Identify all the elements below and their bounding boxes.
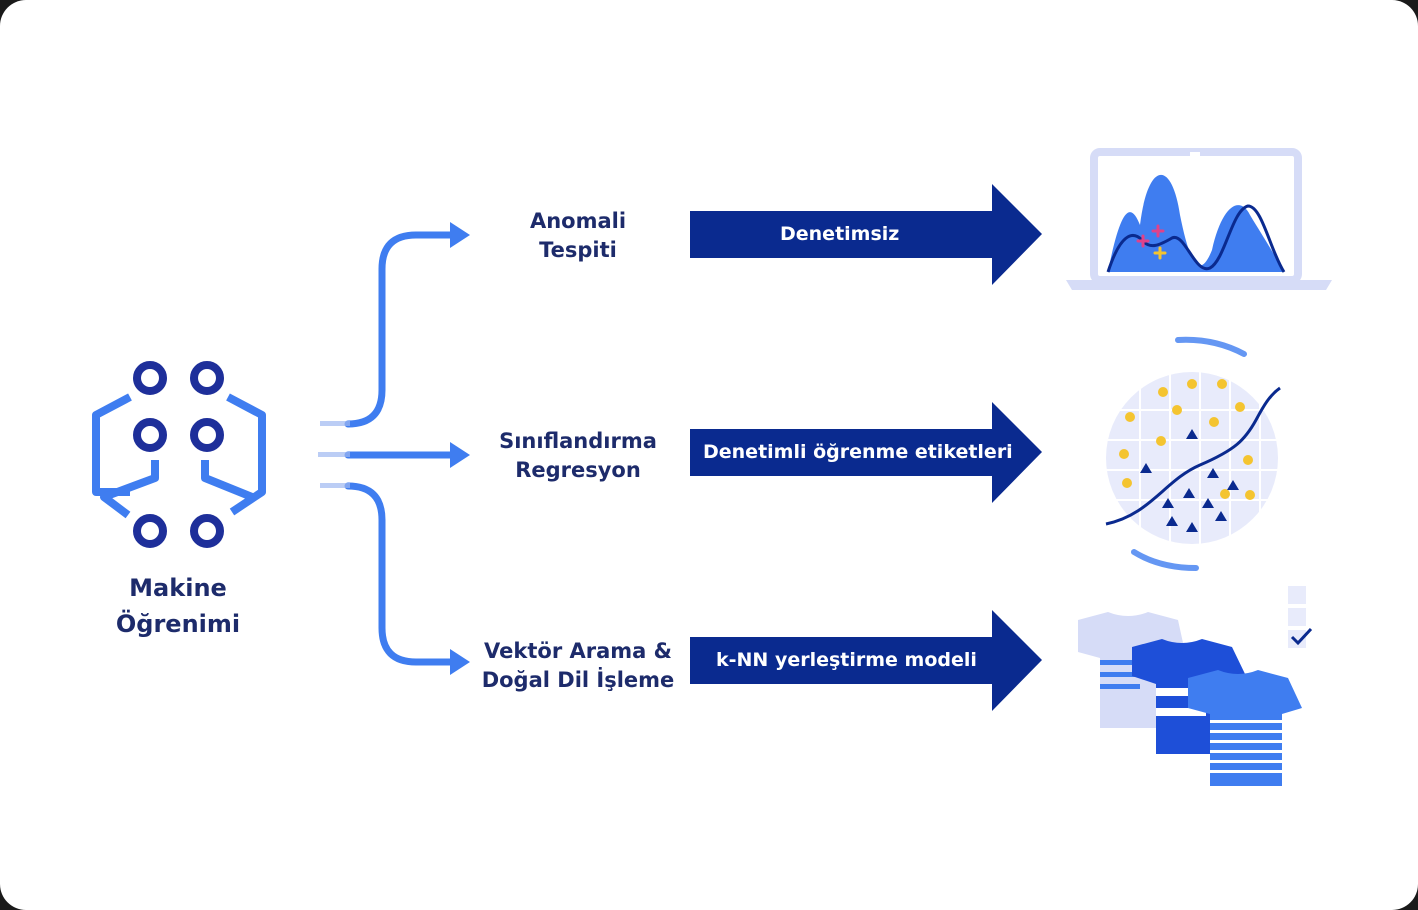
root-label-line1: Makine bbox=[129, 574, 227, 602]
banner-arrow-3 bbox=[690, 610, 1042, 711]
laptop-anomaly-chart-icon bbox=[1066, 148, 1332, 290]
branch-label-anomaly-detection: Anomali Tespiti bbox=[529, 209, 627, 262]
banner-label-unsupervised: Denetimsiz bbox=[780, 223, 900, 245]
tshirt-similarity-icon bbox=[1078, 586, 1313, 786]
banner-arrow-2 bbox=[690, 402, 1042, 503]
root-label-machine-learning: Makine Öğrenimi bbox=[88, 570, 268, 642]
banner-arrows bbox=[690, 184, 1042, 711]
banner-label-supervised: Denetimli öğrenme etiketleri bbox=[703, 441, 1013, 463]
root-label-line2: Öğrenimi bbox=[115, 610, 241, 638]
branch-label-vector-search: Vektör Arama & Doğal Dil İşleme bbox=[481, 639, 675, 692]
branch-label-classification: Sınıflandırma Regresyon bbox=[499, 429, 657, 482]
branch-arrowheads bbox=[450, 222, 470, 675]
branch-connectors bbox=[344, 231, 457, 666]
banner-arrow-1 bbox=[690, 184, 1042, 285]
classification-scatter-icon bbox=[1105, 336, 1281, 571]
connector-texture bbox=[318, 421, 350, 488]
banner-label-knn: k-NN yerleştirme modeli bbox=[716, 649, 977, 671]
machine-learning-network-icon bbox=[92, 361, 266, 548]
